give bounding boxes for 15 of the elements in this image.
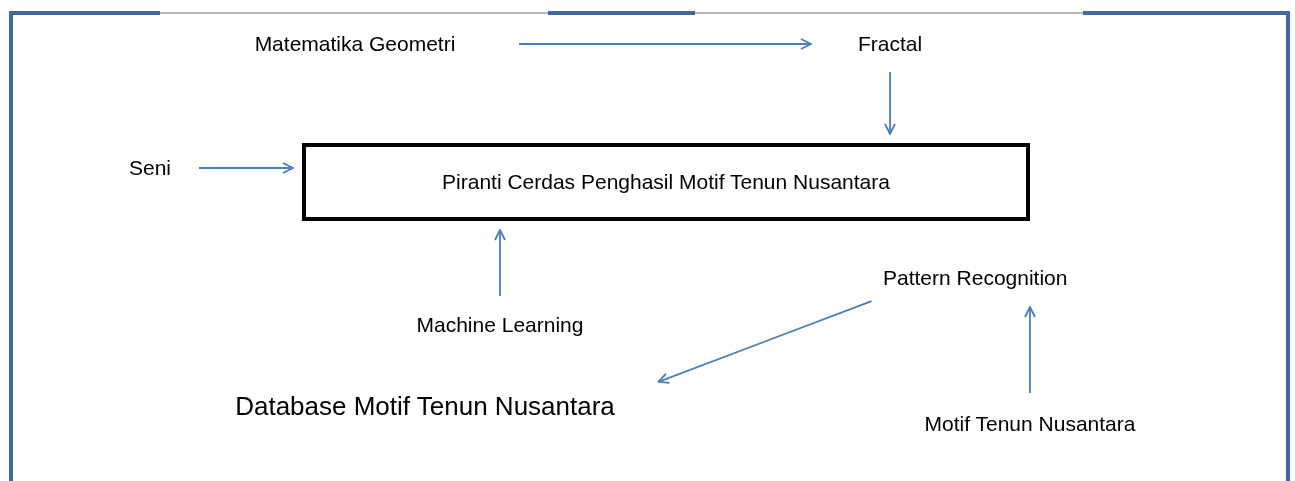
arrow [884,71,896,135]
node-label: Fractal [857,32,923,56]
node-label: Pattern Recognition [883,266,1068,290]
node-label: Matematika Geometri [254,32,456,56]
arrow [198,162,294,174]
arrow [494,229,506,297]
node-label: Database Motif Tenun Nusantara [235,390,615,422]
arrow [1024,306,1036,394]
node-label: Motif Tenun Nusantara [924,412,1136,436]
node-label: Seni [129,156,171,180]
node-label: Machine Learning [416,313,584,337]
process-box [302,143,1030,221]
node-label: Piranti Cerdas Penghasil Motif Tenun Nusantara [442,170,890,194]
arrow [518,38,812,50]
arrow [657,300,873,384]
